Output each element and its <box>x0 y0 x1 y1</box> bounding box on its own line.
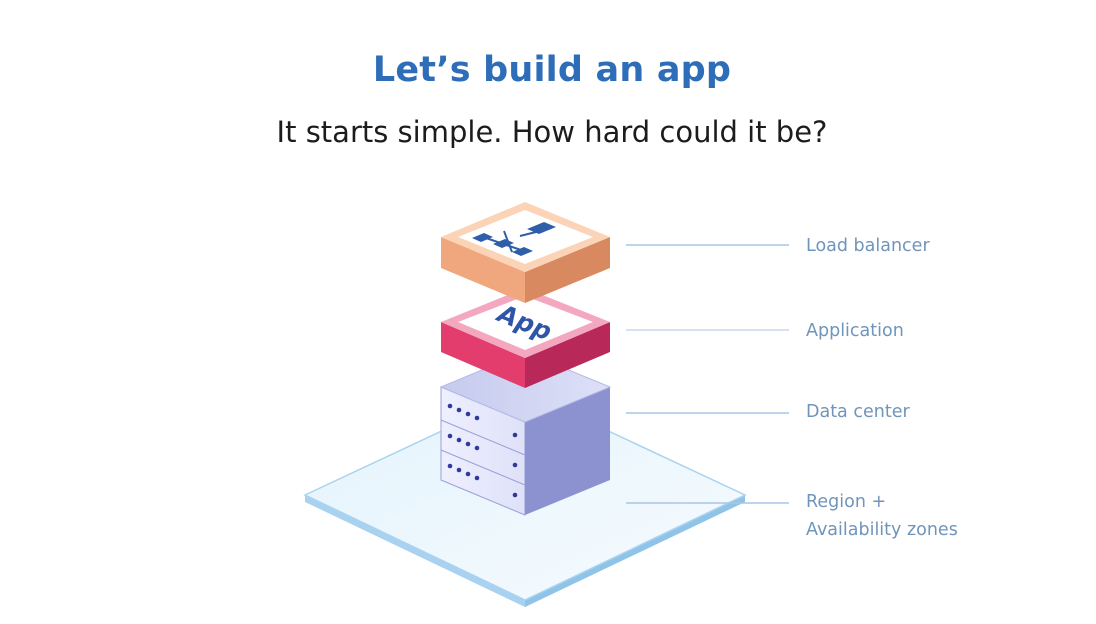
page-subtitle: It starts simple. How hard could it be? <box>276 115 828 149</box>
application-tile: App <box>441 288 610 388</box>
label-load-balancer-text: Load balancer <box>806 236 930 256</box>
label-application: Application <box>806 317 904 345</box>
label-application-text: Application <box>806 321 904 341</box>
label-data-center: Data center <box>806 398 910 426</box>
label-load-balancer: Load balancer <box>806 232 930 260</box>
network-hierarchy-icon <box>472 222 556 256</box>
load-balancer-tile <box>441 202 610 303</box>
label-region-line1: Region + <box>806 492 887 512</box>
label-region: Region + Availability zones <box>806 488 958 544</box>
page-title: Let’s build an app <box>372 50 732 90</box>
label-data-center-text: Data center <box>806 402 910 422</box>
label-region-line2: Availability zones <box>806 520 958 540</box>
server-stack <box>439 351 612 516</box>
server-unit-bottom <box>440 446 610 516</box>
